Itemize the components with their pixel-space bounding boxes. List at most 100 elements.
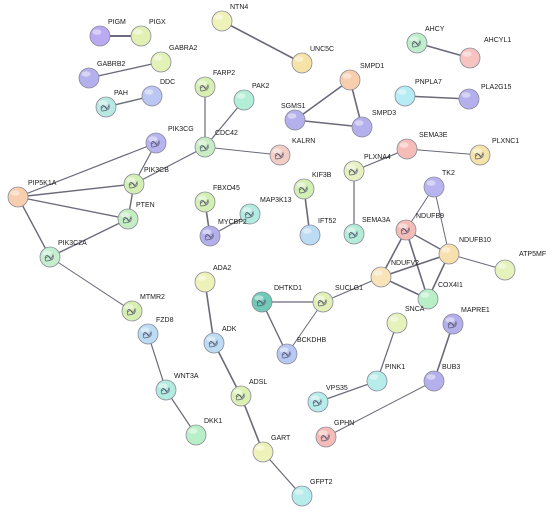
node-fzd8[interactable]: FZD8 [137,317,174,345]
node-ada2[interactable]: ADA2 [194,265,231,293]
node-circle[interactable] [150,51,172,73]
node-label: ADA2 [213,265,231,272]
node-circle[interactable] [394,85,416,107]
node-ntn4[interactable]: NTN4 [211,4,248,32]
node-gfpt2[interactable]: GFPT2 [291,479,333,507]
node-ndufb9[interactable]: NDUFB9 [395,213,444,241]
node-adk[interactable]: ADK [203,326,237,354]
protein-structure-icon [142,330,152,339]
node-cox4i1[interactable]: COX4I1 [417,282,463,310]
node-pik3c2a[interactable]: PIK3C2A [39,240,87,268]
node-map3k13[interactable]: MAP3K13 [239,197,292,225]
node-label: SUCLG1 [335,285,363,292]
protein-structure-icon [199,83,209,92]
node-dkk1[interactable]: DKK1 [185,418,222,446]
node-circle[interactable] [291,485,313,507]
node-snca[interactable]: SNCA [386,306,425,334]
node-circle[interactable] [130,25,152,47]
node-gabrb2[interactable]: GABRB2 [78,61,126,89]
node-tk2[interactable]: TK2 [423,170,455,198]
node-circle[interactable] [339,69,361,91]
node-ahcyl1[interactable]: AHCYL1 [459,37,511,69]
node-pah[interactable]: PAH [95,90,128,118]
node-circle[interactable] [185,424,207,446]
node-circle[interactable] [89,25,111,47]
node-mtmr2[interactable]: MTMR2 [121,294,165,322]
node-smpd1[interactable]: SMPD1 [339,63,384,91]
node-gabra2[interactable]: GABRA2 [150,45,198,73]
node-circle[interactable] [370,266,392,288]
node-circle[interactable] [423,370,445,392]
node-circle[interactable] [194,271,216,293]
node-circle[interactable] [78,67,100,89]
node-circle[interactable] [459,47,481,69]
node-smpd3[interactable]: SMPD3 [351,110,396,138]
node-fbxo45[interactable]: FBXO45 [194,185,240,213]
node-circle[interactable] [284,109,306,131]
node-bub3[interactable]: BUB3 [423,364,460,392]
node-pik3cg[interactable]: PIK3CG [145,126,194,154]
node-label: MTMR2 [140,294,165,301]
node-mapre1[interactable]: MAPRE1 [442,307,490,335]
node-circle[interactable] [438,243,460,265]
node-gart[interactable]: GART [252,435,291,463]
node-mycbp2[interactable]: MYCBP2 [199,219,247,247]
node-pik3cb[interactable]: PIK3CB [123,167,169,195]
node-ift52[interactable]: IFT52 [299,218,336,246]
node-circle[interactable] [141,85,163,107]
node-pink1[interactable]: PINK1 [366,364,405,392]
node-ndufv2[interactable]: NDUFV2 [370,260,419,288]
node-adsl[interactable]: ADSL [230,379,267,407]
node-circle[interactable] [494,259,516,281]
node-sema3a[interactable]: SEMA3A [343,217,391,245]
node-circle[interactable] [351,116,373,138]
node-farp2[interactable]: FARP2 [194,70,235,98]
node-circle[interactable] [7,186,29,208]
node-pnpla7[interactable]: PNPLA7 [394,79,442,107]
node-circle[interactable] [396,138,418,160]
node-suclg1[interactable]: SUCLG1 [312,285,363,313]
node-cdc42[interactable]: CDC42 [194,130,238,158]
node-unc5c[interactable]: UNC5C [291,46,334,74]
node-wnt3a[interactable]: WNT3A [155,373,199,401]
node-kif3b[interactable]: KIF3B [293,172,332,200]
node-label: WNT3A [174,373,199,380]
node-circle[interactable] [252,441,274,463]
node-circle[interactable] [386,312,408,334]
node-label: MAP3K13 [260,197,292,204]
node-label: PNPLA7 [415,79,442,86]
node-sgms1[interactable]: SGMS1 [281,103,306,131]
node-ddc[interactable]: DDC [141,79,175,107]
node-pak2[interactable]: PAK2 [233,83,269,111]
node-ahcy[interactable]: AHCY [406,26,445,54]
node-pigx[interactable]: PIGX [130,19,166,47]
node-dhtkd1[interactable]: DHTKD1 [251,285,302,313]
node-circle[interactable] [291,52,313,74]
node-ndufb10[interactable]: NDUFB10 [438,237,491,265]
node-atp5mf[interactable]: ATP5MF [494,251,546,281]
protein-structure-icon [317,298,327,307]
node-pla2g15[interactable]: PLA2G15 [458,84,511,110]
node-plxnc1[interactable]: PLXNC1 [469,138,519,166]
node-highlight [206,336,216,342]
node-sema3e[interactable]: SEMA3E [396,132,448,160]
node-circle[interactable] [233,89,255,111]
node-pip5k1a[interactable]: PIP5K1A [7,180,57,208]
node-label: NDUFV2 [391,260,419,267]
node-plxna4[interactable]: PLXNA4 [343,154,391,182]
node-pigm[interactable]: PIGM [89,19,126,47]
node-label: SMPD3 [372,110,396,117]
node-circle[interactable] [299,224,321,246]
node-vps35[interactable]: VPS35 [307,385,348,413]
node-circle[interactable] [423,176,445,198]
node-gphn[interactable]: GPHN [315,420,354,448]
node-highlight [310,395,320,401]
node-bckdhb[interactable]: BCKDHB [276,337,327,365]
node-kalrn[interactable]: KALRN [269,138,315,166]
node-circle[interactable] [366,370,388,392]
node-pten[interactable]: PTEN [117,202,155,230]
node-highlight [346,227,356,233]
node-circle[interactable] [417,288,439,310]
node-circle[interactable] [211,10,233,32]
node-circle[interactable] [458,88,480,110]
